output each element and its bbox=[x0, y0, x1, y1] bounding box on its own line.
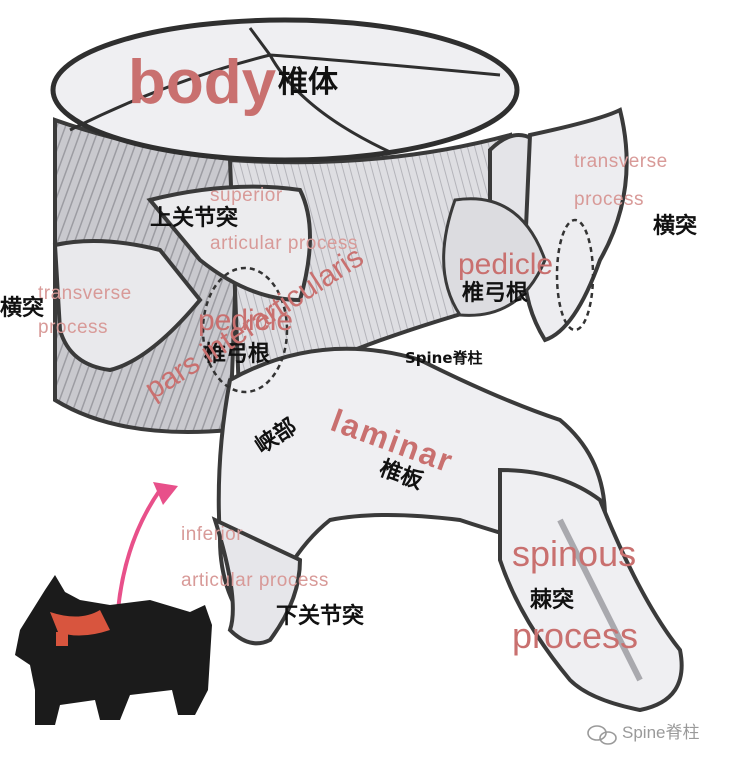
label-superior-en-1: superior bbox=[210, 185, 283, 206]
superior-articular-process bbox=[146, 184, 312, 303]
label-spine-center: Spine脊柱 bbox=[405, 349, 483, 367]
label-transverse-right-en-1: transverse bbox=[574, 151, 668, 172]
left-transverse-process bbox=[52, 239, 203, 373]
lamina bbox=[216, 346, 607, 644]
pedicle-oval-left bbox=[201, 266, 289, 394]
label-transverse-right-en-2: process bbox=[574, 189, 645, 210]
label-inferior-en-1: inferior bbox=[181, 524, 244, 545]
wechat-icon bbox=[587, 725, 617, 745]
right-transverse-process bbox=[522, 107, 629, 343]
label-pedicle-left-en: pedicle bbox=[198, 304, 294, 337]
label-inferior-zh: 下关节突 bbox=[276, 604, 365, 629]
spinous-process bbox=[498, 467, 684, 713]
inferior-articular-process bbox=[211, 516, 303, 646]
arrow-head bbox=[153, 482, 178, 505]
pedicle-oval-right bbox=[555, 218, 595, 332]
label-transverse-left-en-1: transverse bbox=[38, 283, 132, 304]
label-superior-zh: 上关节突 bbox=[150, 206, 239, 231]
pink-arrow bbox=[116, 488, 162, 611]
body-top bbox=[50, 17, 520, 163]
scottie-dog-icon bbox=[15, 575, 212, 725]
label-transverse-right-zh: 横突 bbox=[653, 214, 698, 239]
label-pedicle-right-zh: 椎弓根 bbox=[462, 281, 529, 306]
label-spinous-en-2: process bbox=[512, 615, 639, 656]
label-pedicle-right-en: pedicle bbox=[458, 248, 554, 281]
watermark-text: Spine脊柱 bbox=[622, 723, 700, 742]
label-body-zh: 椎体 bbox=[278, 65, 338, 100]
label-superior-en-2: articular process bbox=[210, 233, 358, 254]
label-pedicle-left-zh: 椎弓根 bbox=[204, 342, 271, 367]
label-spinous-en-1: spinous bbox=[512, 533, 637, 574]
label-transverse-left-en-2: process bbox=[38, 317, 109, 338]
label-spinous-zh: 棘突 bbox=[530, 588, 575, 613]
label-transverse-left-zh: 横突 bbox=[0, 296, 45, 321]
label-inferior-en-2: articular process bbox=[181, 570, 329, 591]
label-body-en: body bbox=[128, 48, 277, 117]
